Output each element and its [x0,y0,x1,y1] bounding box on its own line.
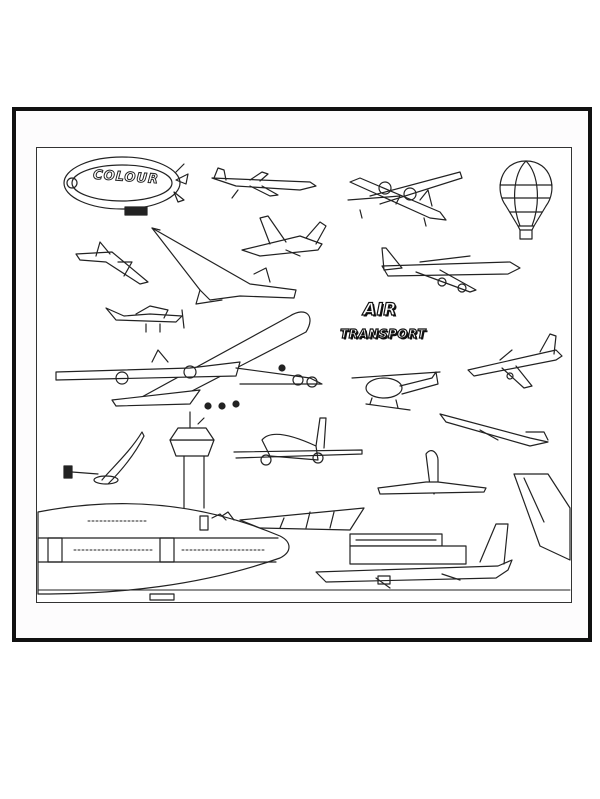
title-transport: TRANSPORT [340,326,426,341]
four-engine-jetliner-icon [381,247,521,293]
propeller-airliner-icon [347,171,463,227]
title-air: AIR [362,299,398,320]
concorde-icon [151,227,297,305]
twin-jet-airliner-icon [467,333,563,389]
parked-airliner-icon [315,523,513,589]
hot-air-balloon-icon [499,160,553,240]
fighter-jet-icon [75,241,149,285]
blimp-icon [63,156,189,216]
trijet-airliner-icon [233,417,363,466]
regional-jet-icon [439,413,549,447]
business-jet-icon [241,215,327,257]
hang-glider-icon [63,431,145,485]
tail-fin-icon [513,473,571,561]
helicopter-icon [351,371,441,411]
parked-jumbo-jet-icon [37,502,290,601]
light-propeller-plane-icon [105,305,185,333]
control-tower-icon [169,411,215,509]
jet-top-view-icon [377,450,487,495]
small-jet-icon [211,167,317,199]
jumbo-jet-icon [55,311,323,410]
airport-terminal-icon [239,507,467,565]
